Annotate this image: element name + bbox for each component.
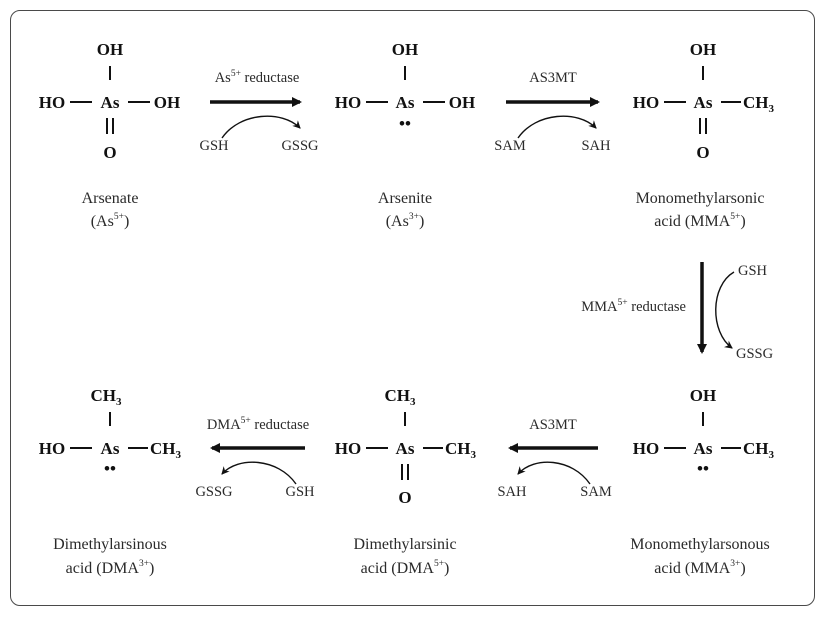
reaction-arrow-5: DMA5+ reductase GSSG GSH <box>195 416 315 500</box>
mma3-name: Monomethylarsonous <box>630 536 770 553</box>
enzyme-label-3: MMA5+ reductase <box>581 298 686 315</box>
arsenite-label: (As3+) <box>386 212 425 230</box>
mma3-structure: OH HO As CH3 •• <box>633 386 775 478</box>
mma3-label: acid (MMA3+) <box>654 559 745 577</box>
mma3-lone-pair: •• <box>697 459 709 478</box>
dma3-structure: CH3 HO As CH3 •• <box>39 386 182 478</box>
mma3-left-group: HO <box>633 439 659 458</box>
enzyme-label-5: DMA5+ reductase <box>207 416 309 433</box>
mma5-structure: OH HO As CH3 O <box>633 40 775 162</box>
cofactor-arc-3 <box>715 271 735 349</box>
dma3-name: Dimethylarsinous <box>53 536 167 553</box>
cosubstrate-in-2: SAM <box>494 138 526 154</box>
reaction-arrow-1: As5+ reductase GSH GSSG <box>199 69 319 154</box>
mma5-top-group: OH <box>690 40 716 59</box>
mma5-label: acid (MMA5+) <box>654 212 745 230</box>
arsenite-center-atom: As <box>396 93 415 112</box>
dma3-lone-pair: •• <box>104 459 116 478</box>
dma3-top-group: CH3 <box>91 386 123 408</box>
dma5-top-group: CH3 <box>385 386 417 408</box>
dma5-bottom-group: O <box>398 488 411 507</box>
enzyme-label-1: As5+ reductase <box>215 69 300 86</box>
cofactor-arc-5 <box>221 461 297 485</box>
arsenite-lone-pair: •• <box>399 114 411 133</box>
reaction-arrow-2: AS3MT SAM SAH <box>494 70 611 154</box>
arsenate-right-group: OH <box>154 93 180 112</box>
enzyme-label-4: AS3MT <box>529 417 577 433</box>
cosubstrate-out-1: GSSG <box>281 138 319 154</box>
arsenate-center-atom: As <box>101 93 120 112</box>
cosubstrate-in-3: GSH <box>738 263 768 279</box>
reaction-arrow-4: AS3MT SAH SAM <box>497 417 611 500</box>
arsenite-name: Arsenite <box>378 190 432 207</box>
cosubstrate-in-4: SAM <box>580 484 612 500</box>
arsenite-right-group: OH <box>449 93 475 112</box>
dma3-label: acid (DMA3+) <box>66 559 155 577</box>
cosubstrate-out-4: SAH <box>497 484 527 500</box>
mma5-name: Monomethylarsonic <box>636 190 765 207</box>
arsenate-bottom-group: O <box>103 143 116 162</box>
arsenite-top-group: OH <box>392 40 418 59</box>
cofactor-arc-4 <box>517 461 591 485</box>
enzyme-label-2: AS3MT <box>529 70 577 86</box>
dma5-right-group: CH3 <box>445 439 477 461</box>
mma3-center-atom: As <box>694 439 713 458</box>
dma5-name: Dimethylarsinic <box>353 536 456 553</box>
arsenate-structure: OH HO As OH O <box>39 40 180 162</box>
arsenate-left-group: HO <box>39 93 65 112</box>
arsenate-label: (As5+) <box>91 212 130 230</box>
cosubstrate-in-1: GSH <box>199 138 229 154</box>
arsenate-top-group: OH <box>97 40 123 59</box>
cosubstrate-in-5: GSH <box>285 484 315 500</box>
mma5-center-atom: As <box>694 93 713 112</box>
diagram-frame <box>10 10 815 606</box>
dma5-center-atom: As <box>396 439 415 458</box>
mma5-left-group: HO <box>633 93 659 112</box>
mma3-right-group: CH3 <box>743 439 775 461</box>
dma5-left-group: HO <box>335 439 361 458</box>
mma5-right-group: CH3 <box>743 93 775 115</box>
cosubstrate-out-3: GSSG <box>736 346 774 362</box>
dma3-left-group: HO <box>39 439 65 458</box>
arsenite-structure: OH HO As OH •• <box>335 40 475 133</box>
arsenate-name: Arsenate <box>82 190 139 207</box>
cosubstrate-out-2: SAH <box>581 138 611 154</box>
mma5-bottom-group: O <box>696 143 709 162</box>
cofactor-arc-2 <box>517 115 597 139</box>
dma5-structure: CH3 HO As CH3 O <box>335 386 477 507</box>
cofactor-arc-1 <box>221 115 301 139</box>
mma3-top-group: OH <box>690 386 716 405</box>
dma3-center-atom: As <box>101 439 120 458</box>
cosubstrate-out-5: GSSG <box>195 484 233 500</box>
dma5-label: acid (DMA5+) <box>361 559 450 577</box>
reaction-arrow-3: MMA5+ reductase GSH GSSG <box>581 262 774 362</box>
dma3-right-group: CH3 <box>150 439 182 461</box>
arsenite-left-group: HO <box>335 93 361 112</box>
